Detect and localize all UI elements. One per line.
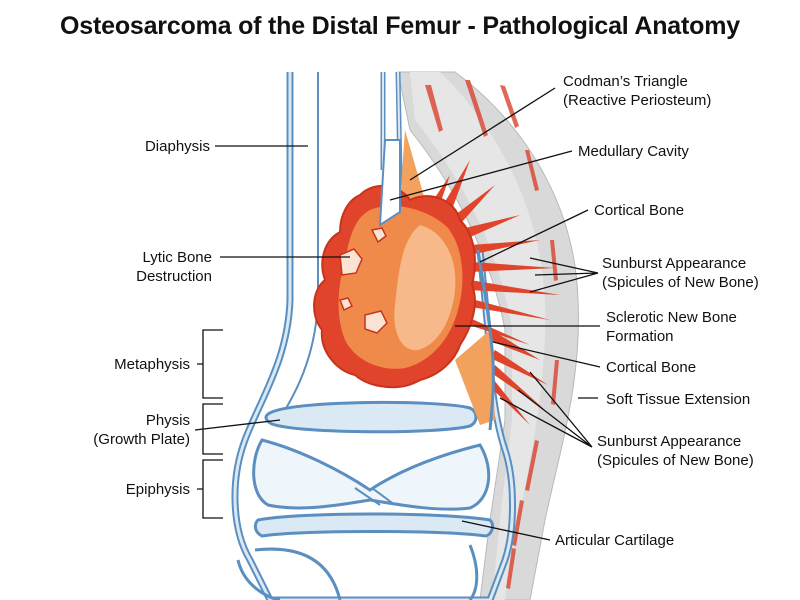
cortical-top-leader bbox=[479, 209, 589, 263]
intercondylar bbox=[354, 487, 396, 506]
label-sclerotic-1: Sclerotic New Bone bbox=[606, 309, 737, 326]
label-codman-2: (Reactive Periosteum) bbox=[563, 92, 711, 109]
codman-triangle bbox=[400, 130, 425, 202]
label-epiphysis: Epiphysis bbox=[126, 481, 190, 498]
lower-bone bbox=[236, 544, 479, 600]
cortical-bottom-leader bbox=[492, 341, 601, 368]
tumor-sclerotic-core bbox=[394, 225, 456, 351]
label-sunburst-top-2: (Spicules of New Bone) bbox=[602, 274, 759, 291]
medullary-channel bbox=[378, 139, 401, 227]
label-metaphysis: Metaphysis bbox=[114, 356, 190, 373]
label-cortical-top: Cortical Bone bbox=[594, 202, 684, 219]
label-cartilage: Articular Cartilage bbox=[555, 532, 674, 549]
label-diaphysis: Diaphysis bbox=[145, 138, 210, 155]
lower-periosteal-wedge bbox=[455, 330, 495, 425]
label-sunburst-bottom-2: (Spicules of New Bone) bbox=[597, 452, 754, 469]
articular-cartilage bbox=[253, 512, 495, 538]
label-sclerotic-2: Formation bbox=[606, 328, 674, 345]
muscle-streaks bbox=[425, 80, 559, 589]
medullary-leader bbox=[389, 150, 573, 201]
cartilage-leader bbox=[461, 520, 551, 541]
label-codman-1: Codman’s Triangle bbox=[563, 73, 688, 90]
metaphysis-bracket bbox=[197, 329, 223, 399]
lytic-holes bbox=[338, 227, 388, 334]
sunburst-bottom-leaders bbox=[499, 371, 593, 448]
label-cortical-bottom: Cortical Bone bbox=[606, 359, 696, 376]
growth-plate bbox=[264, 400, 478, 434]
physis-leader bbox=[194, 419, 281, 431]
label-sunburst-bottom-1: Sunburst Appearance bbox=[597, 433, 741, 450]
sunburst-top-leaders bbox=[529, 257, 599, 293]
epiphysis bbox=[252, 438, 491, 511]
sunburst-spicules bbox=[430, 160, 560, 425]
label-soft-tissue: Soft Tissue Extension bbox=[606, 391, 750, 408]
codman-leader bbox=[409, 87, 556, 181]
label-physis-1: Physis bbox=[146, 412, 190, 429]
label-lytic-1: Lytic Bone bbox=[143, 249, 213, 266]
label-physis-2: (Growth Plate) bbox=[93, 431, 190, 448]
femur-outline-inner bbox=[233, 72, 514, 600]
page-title: Osteosarcoma of the Distal Femur - Patho… bbox=[60, 12, 740, 40]
label-sunburst-top-1: Sunburst Appearance bbox=[602, 255, 746, 272]
label-medullary: Medullary Cavity bbox=[578, 143, 689, 160]
cortical-line-lower bbox=[476, 249, 495, 431]
epiphysis-bracket bbox=[197, 459, 223, 519]
label-lytic-2: Destruction bbox=[136, 268, 212, 285]
